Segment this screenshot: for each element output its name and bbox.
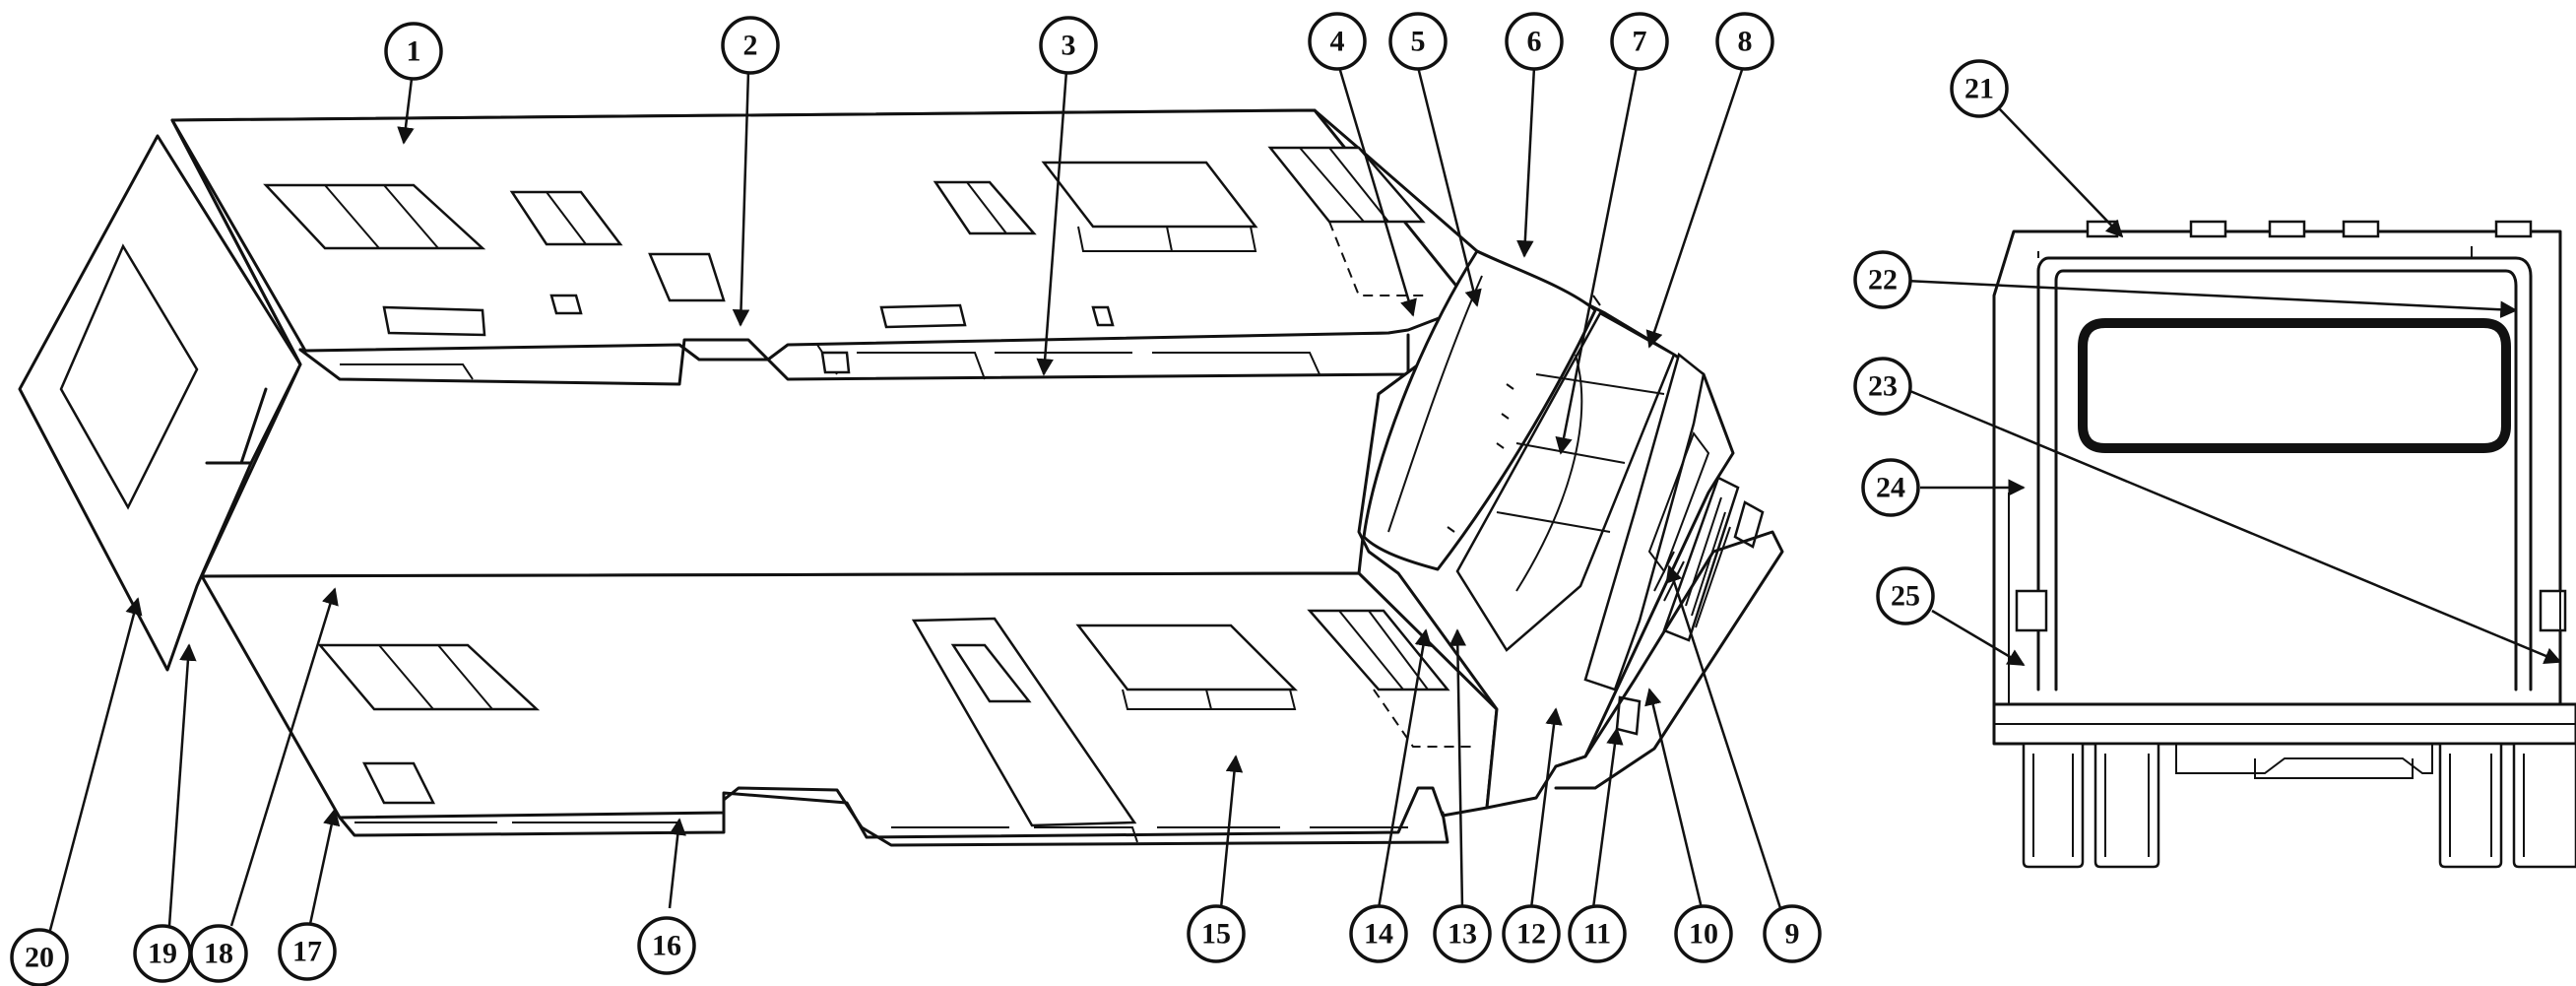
callout-19-number: 19: [148, 938, 177, 970]
leader-lines: [47, 66, 2562, 935]
callout-10: 10: [1674, 904, 1733, 963]
callout-14-number: 14: [1364, 918, 1393, 951]
callout-6-number: 6: [1527, 26, 1542, 58]
callout-24-number: 24: [1876, 472, 1905, 504]
callout-3: 3: [1039, 16, 1098, 75]
callout-25: 25: [1876, 566, 1935, 625]
front-cab: [1357, 249, 1784, 810]
callout-11: 11: [1568, 904, 1627, 963]
callout-5-number: 5: [1411, 26, 1426, 58]
callout-16: 16: [637, 916, 696, 975]
callout-23: 23: [1853, 357, 1912, 416]
callout-19: 19: [133, 924, 192, 983]
callout-5: 5: [1388, 12, 1448, 71]
callout-7: 7: [1610, 12, 1669, 71]
rear-view: [1992, 220, 2576, 869]
callout-4: 4: [1308, 12, 1367, 71]
callout-25-number: 25: [1891, 580, 1920, 613]
callout-3-number: 3: [1062, 30, 1076, 62]
callout-6: 6: [1505, 12, 1564, 71]
callout-17-number: 17: [292, 936, 322, 968]
callout-18: 18: [189, 924, 248, 983]
callout-8: 8: [1715, 12, 1774, 71]
callout-21: 21: [1950, 59, 2009, 118]
isometric-body-view: [18, 108, 1784, 847]
callout-1-number: 1: [407, 35, 421, 68]
callout-15-number: 15: [1201, 918, 1231, 951]
callout-2: 2: [721, 16, 780, 75]
callout-22-number: 22: [1868, 264, 1898, 296]
callout-11-number: 11: [1583, 918, 1611, 951]
callout-12-number: 12: [1516, 918, 1546, 951]
callout-2-number: 2: [743, 30, 758, 62]
callout-24: 24: [1861, 458, 1920, 517]
callout-20: 20: [10, 928, 69, 986]
callout-9-number: 9: [1785, 918, 1800, 951]
callout-12: 12: [1502, 904, 1561, 963]
callout-8-number: 8: [1738, 26, 1753, 58]
callout-18-number: 18: [204, 938, 233, 970]
callout-20-number: 20: [25, 942, 54, 974]
callout-17: 17: [278, 922, 337, 981]
callout-23-number: 23: [1868, 370, 1898, 403]
callout-22: 22: [1853, 250, 1912, 309]
callout-13: 13: [1433, 904, 1492, 963]
callout-10-number: 10: [1689, 918, 1718, 951]
callout-16-number: 16: [652, 930, 681, 962]
callout-1: 1: [384, 22, 443, 81]
callout-21-number: 21: [1964, 73, 1994, 105]
callout-15: 15: [1187, 904, 1246, 963]
callout-4-number: 4: [1330, 26, 1345, 58]
left-side-wall: [170, 108, 1474, 386]
right-side-wall: [200, 571, 1499, 847]
callout-9: 9: [1763, 904, 1822, 963]
callout-13-number: 13: [1448, 918, 1477, 951]
callout-14: 14: [1349, 904, 1408, 963]
callout-7-number: 7: [1633, 26, 1647, 58]
